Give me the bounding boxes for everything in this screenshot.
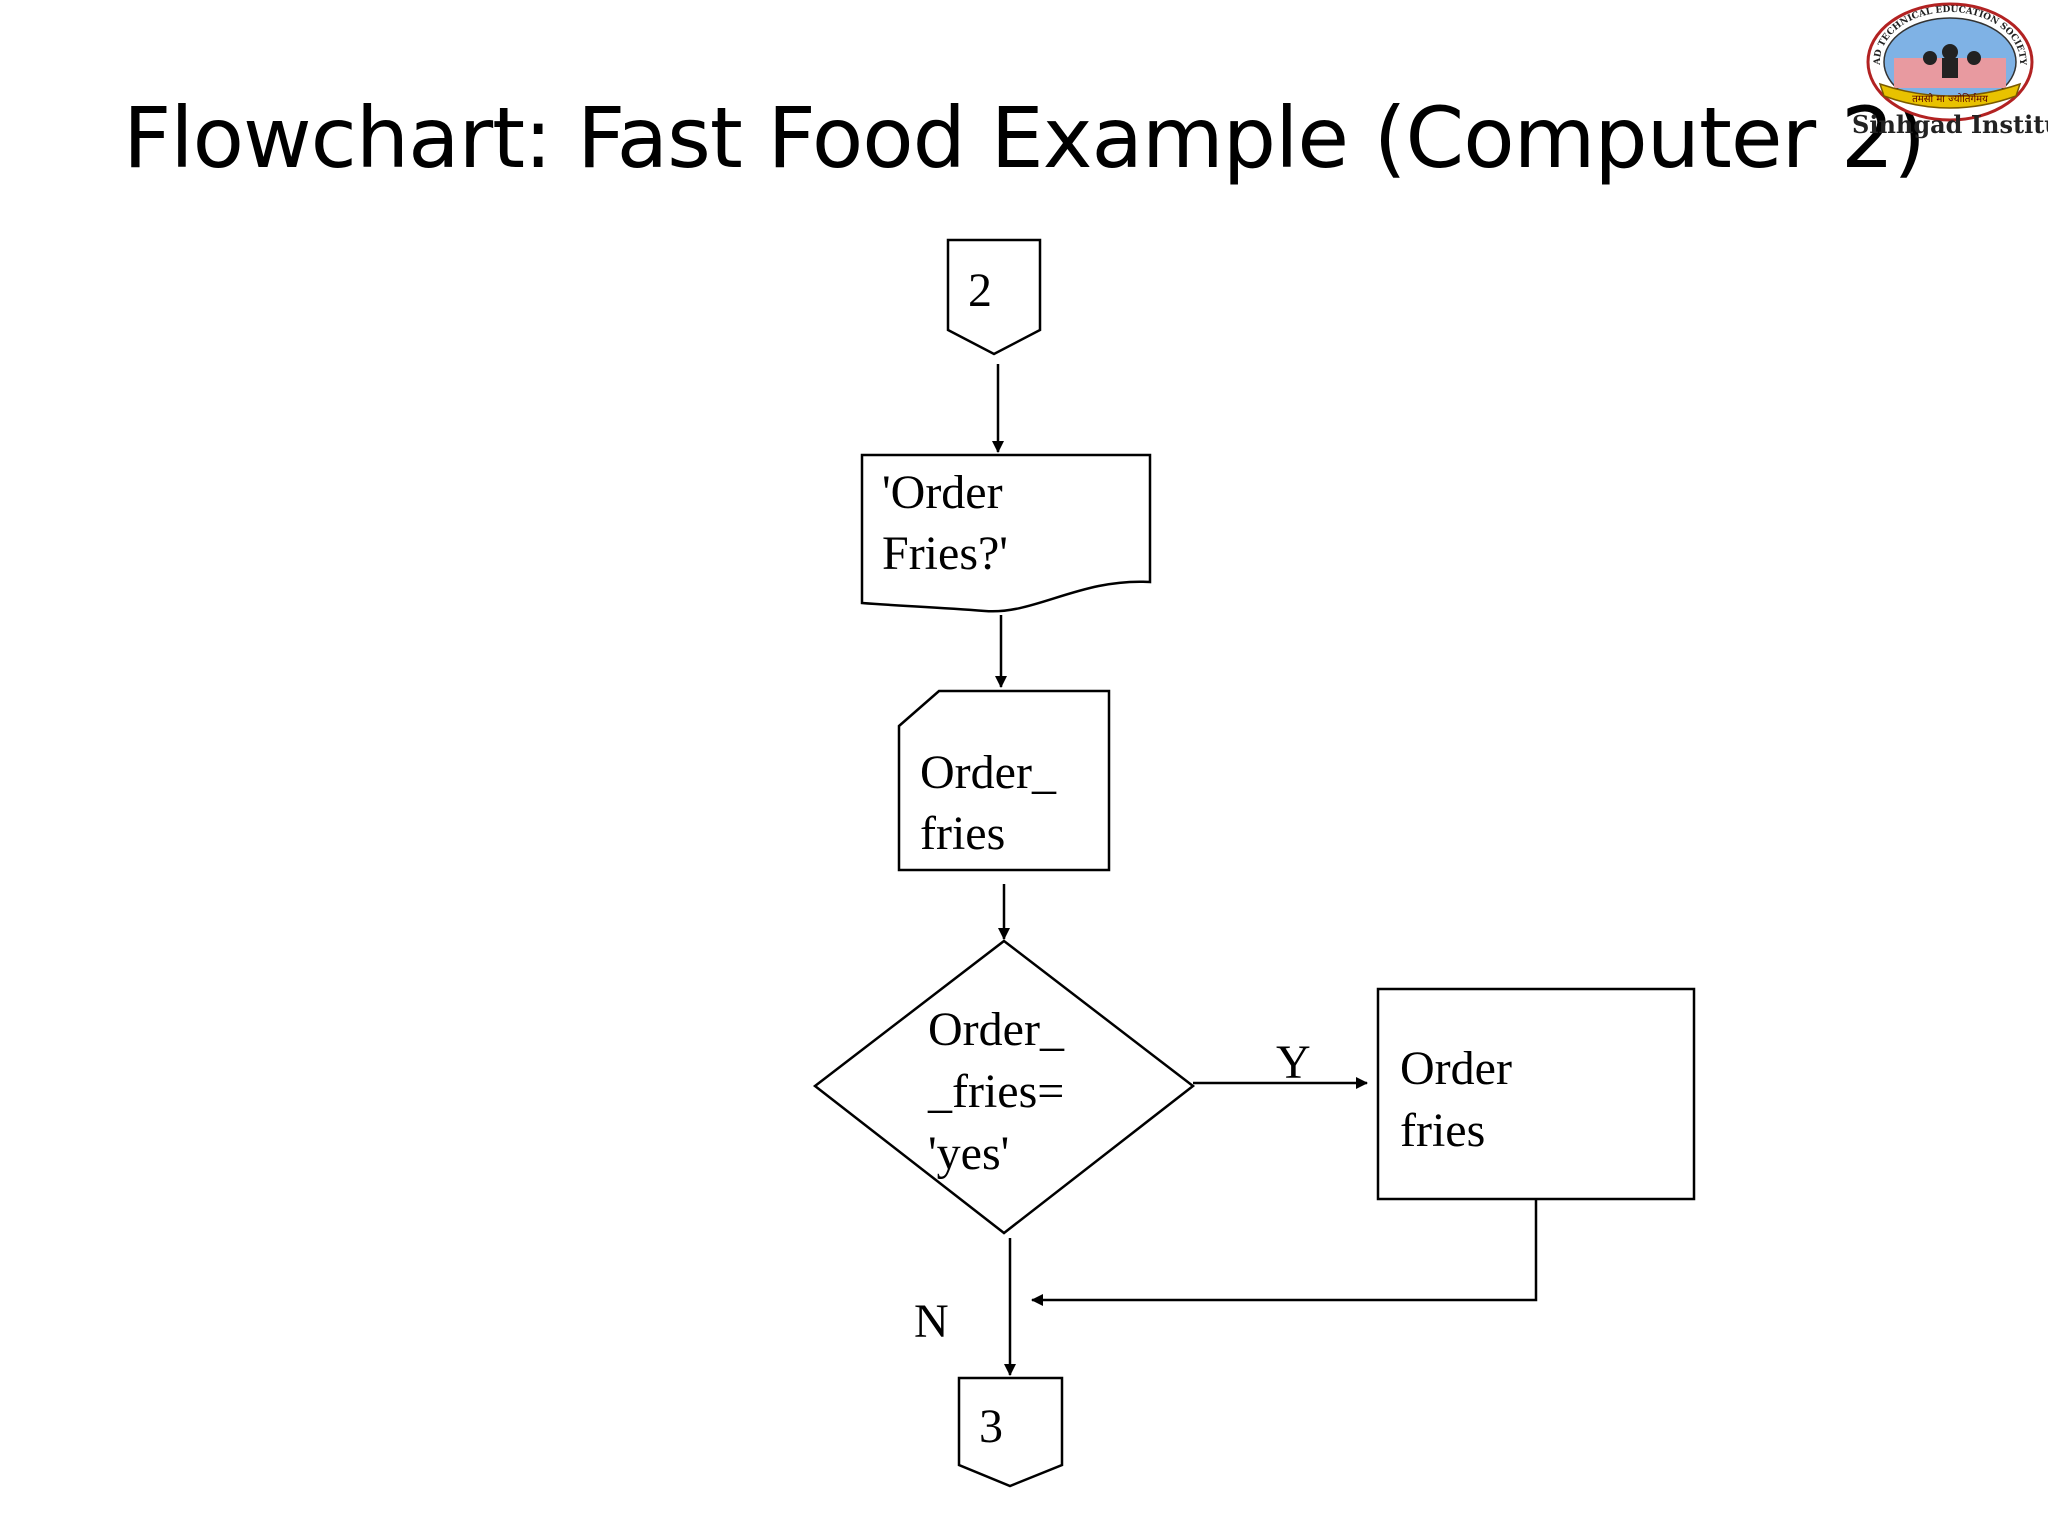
svg-text:Order_ fries: Order_ fries [920, 746, 1068, 860]
input-line-1: Order_ [920, 746, 1057, 799]
decision-line-1: Order_ [928, 1003, 1065, 1056]
logo-caption: Sinhgad Institutes [1852, 110, 2048, 139]
decision-line-3: 'yes' [928, 1127, 1009, 1180]
svg-text:Order fries: Order fries [1400, 1042, 1524, 1157]
display-line-1: 'Order [882, 466, 1003, 519]
svg-text:'Order Fries?': 'Order Fries?' [882, 466, 1015, 580]
process-order-fries: Order fries [1376, 987, 1696, 1201]
decision-order-fries-yes: Order_ _fries= 'yes' [812, 939, 1196, 1235]
offpage-connector-2: 2 [946, 238, 1042, 356]
input-order-fries: Order_ fries [897, 689, 1111, 872]
slide-title: Flowchart: Fast Food Example (Computer 2… [122, 89, 1926, 187]
yes-label: Y [1276, 1036, 1311, 1089]
decision-line-2: _fries= [927, 1065, 1064, 1118]
sinhgad-logo: तमसो मा ज्योतिर्गमय SINHGAD TECHNICAL ED… [1850, 0, 2034, 122]
process-line-1: Order [1400, 1042, 1512, 1095]
arrow-process-return [1031, 1199, 1538, 1306]
offpage-connector-3: 3 [957, 1376, 1064, 1488]
svg-text:Order_ _fries=: Order_ _fries= 'yes' [927, 1003, 1076, 1180]
no-label: N [914, 1295, 949, 1348]
connector-3-label: 3 [979, 1400, 1003, 1453]
logo-motto: तमसो मा ज्योतिर्गमय [1912, 93, 1988, 105]
display-line-2: Fries?' [882, 527, 1008, 580]
display-order-fries-prompt: 'Order Fries?' [860, 453, 1152, 613]
connector-2-label: 2 [968, 264, 992, 317]
input-line-2: fries [920, 807, 1005, 860]
process-line-2: fries [1400, 1104, 1485, 1157]
